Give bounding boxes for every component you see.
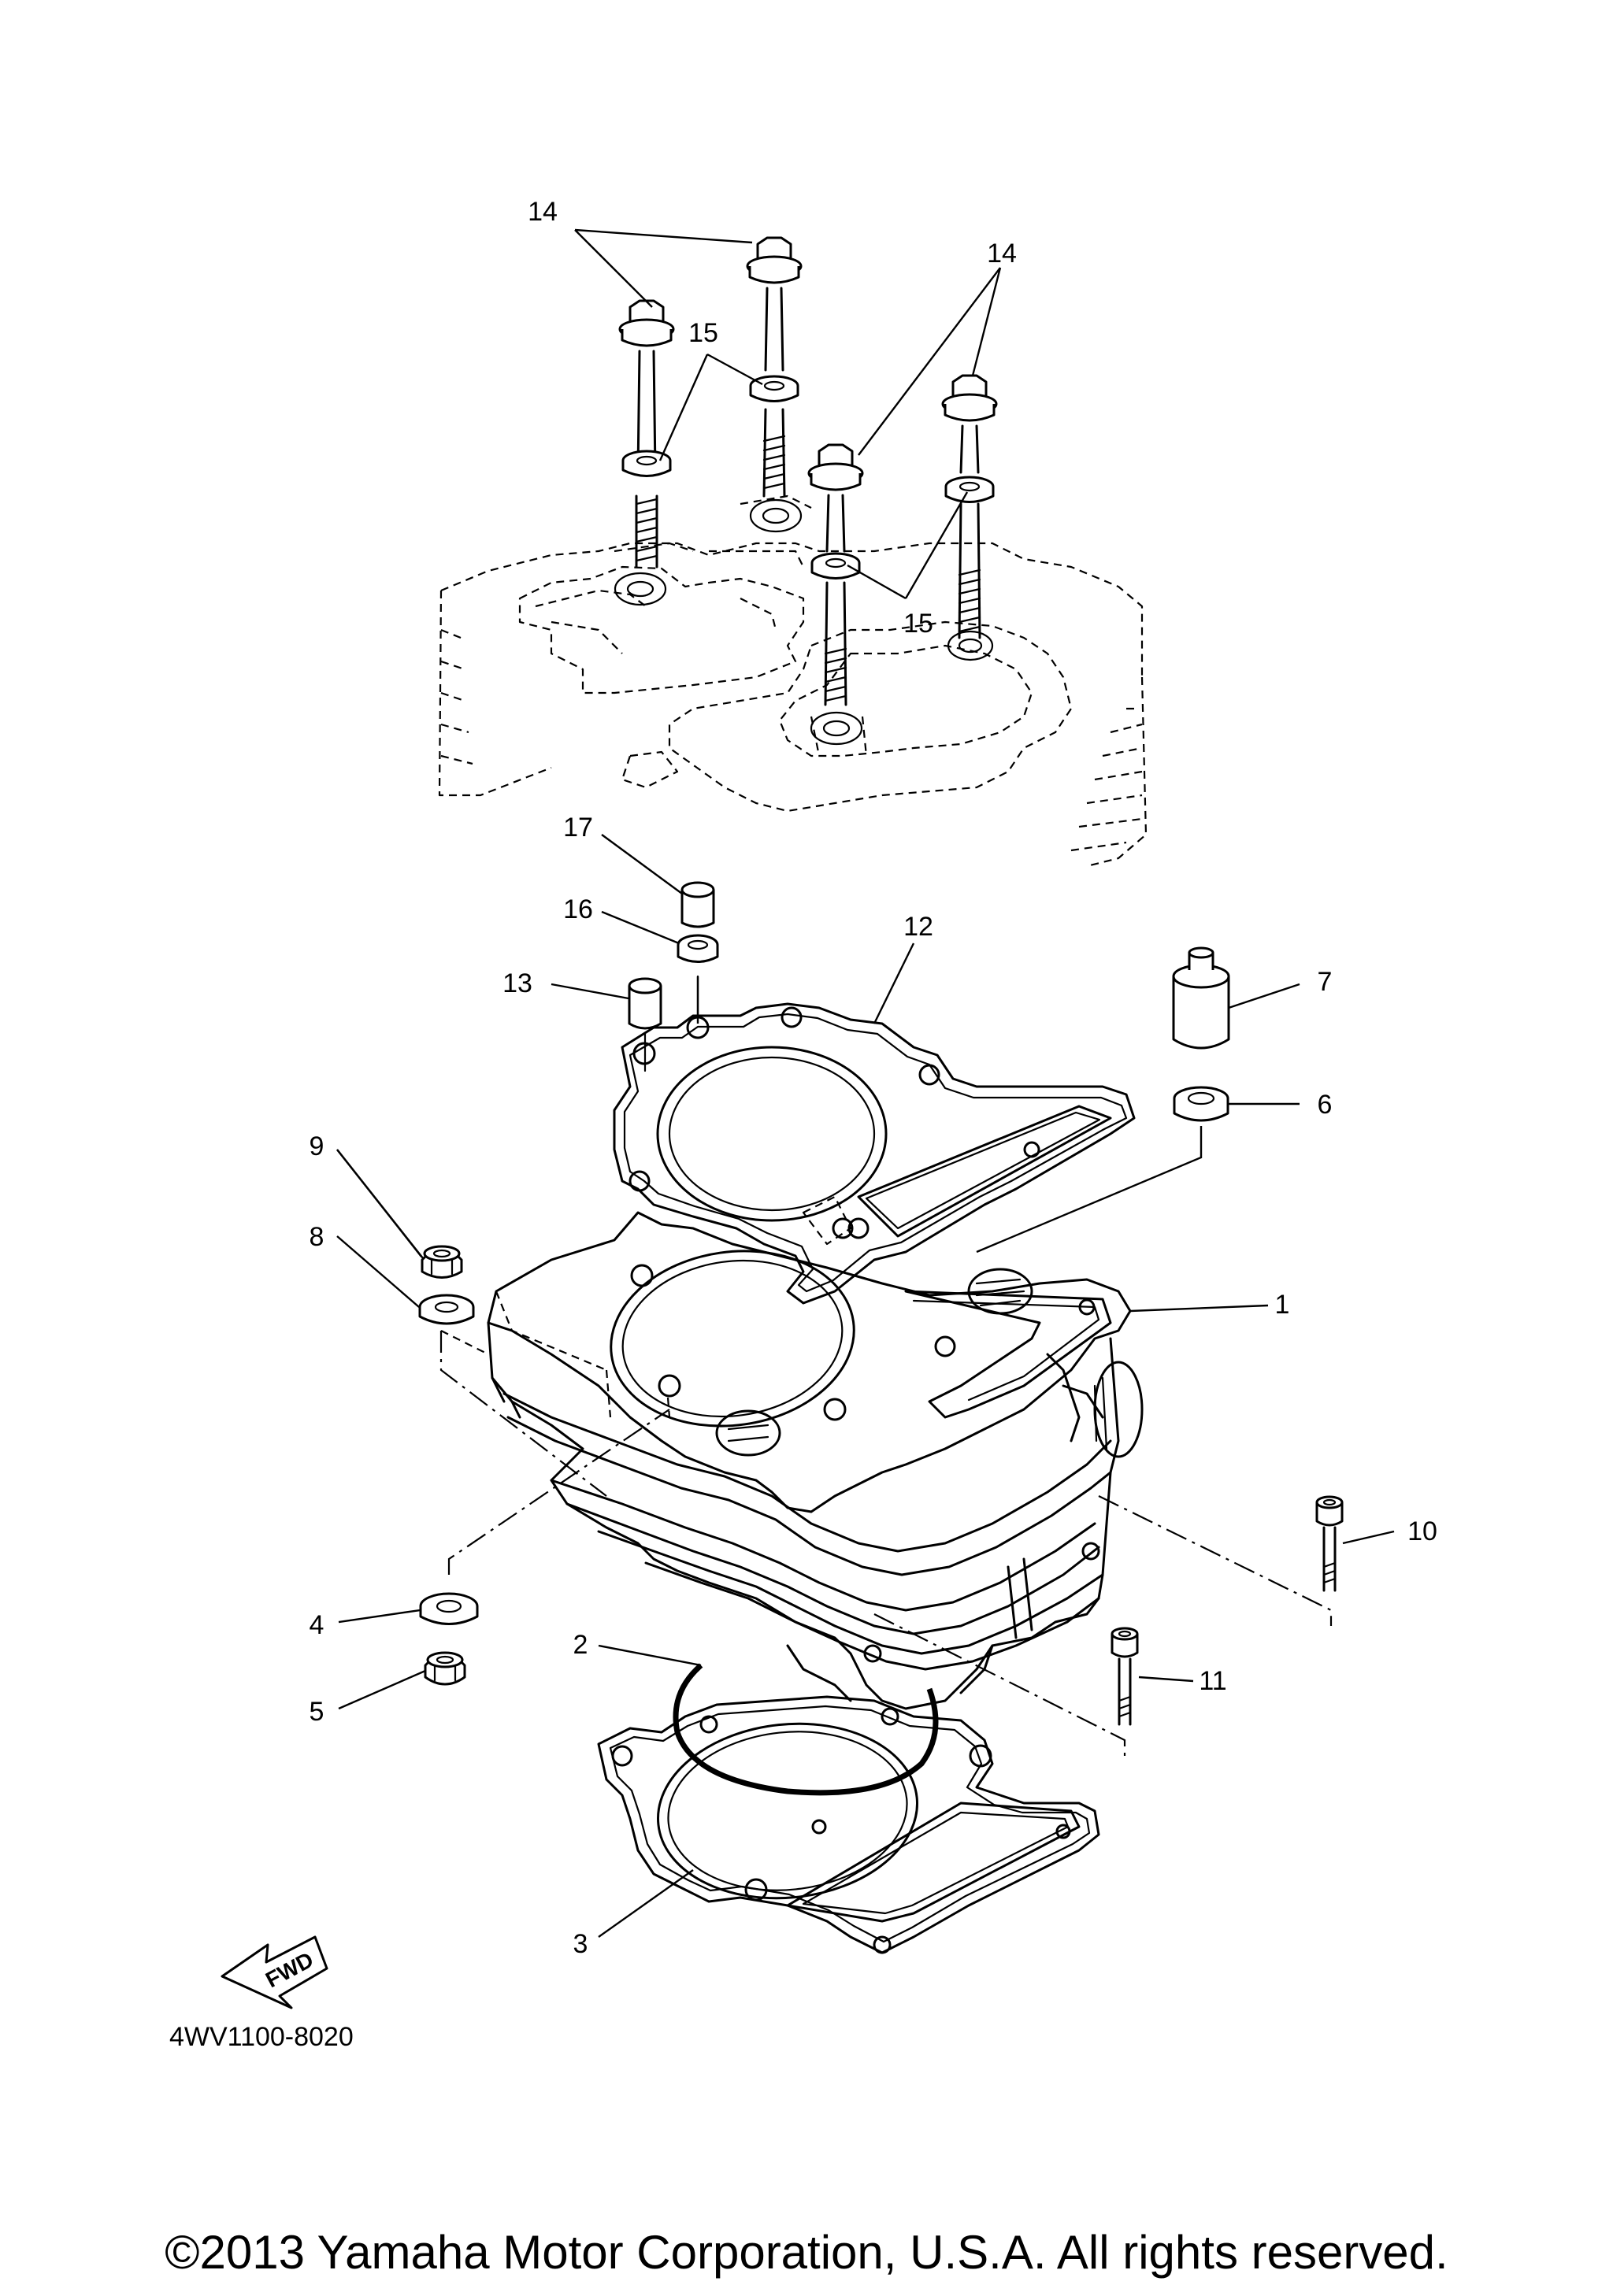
copyright-notice: ©2013 Yamaha Motor Corporation, U.S.A. A… bbox=[165, 2226, 1448, 2279]
dowel-pin-17 bbox=[680, 881, 715, 928]
callout-7: 7 bbox=[1318, 967, 1333, 997]
callout-1: 1 bbox=[1275, 1290, 1290, 1320]
callout-2: 2 bbox=[573, 1630, 588, 1660]
bolt-10 bbox=[1315, 1495, 1344, 1592]
head-bolts bbox=[618, 236, 998, 706]
callout-15: 15 bbox=[688, 318, 718, 348]
callout-6: 6 bbox=[1318, 1090, 1333, 1120]
nut-5 bbox=[424, 1651, 466, 1686]
diagram-part-number: 4WV1100-8020 bbox=[169, 2022, 354, 2052]
callout-17: 17 bbox=[563, 813, 593, 842]
callout-14: 14 bbox=[528, 197, 558, 227]
callout-12: 12 bbox=[903, 912, 933, 942]
washer-4 bbox=[419, 1592, 479, 1625]
dowel-pin-13 bbox=[628, 977, 662, 1057]
callout-3: 3 bbox=[573, 1929, 588, 1959]
part-6-seal bbox=[1173, 1086, 1229, 1122]
head-bolt-b bbox=[746, 236, 803, 498]
base-gasket-3 bbox=[597, 1695, 1100, 1954]
washer-d bbox=[944, 476, 995, 503]
washer-c bbox=[810, 552, 861, 580]
head-gasket-12 bbox=[613, 975, 1136, 1305]
callout-16: 16 bbox=[563, 894, 593, 924]
head-bolt-a bbox=[618, 299, 675, 568]
leader-lines bbox=[336, 228, 1395, 1938]
cylinder-head-phantom bbox=[438, 494, 1148, 868]
part-7-cap bbox=[1172, 946, 1230, 1050]
nut-9 bbox=[421, 1245, 463, 1279]
callout-13: 13 bbox=[502, 968, 532, 998]
cylinder-body-1 bbox=[440, 1211, 1144, 1710]
callout-labels: 14 14 15 15 17 16 12 13 7 6 9 8 1 10 4 2… bbox=[310, 197, 1437, 1959]
washer-b bbox=[749, 375, 799, 402]
head-bolt-c bbox=[807, 443, 864, 706]
seal-16 bbox=[677, 934, 719, 963]
callout-8: 8 bbox=[310, 1222, 324, 1252]
callout-9: 9 bbox=[310, 1131, 324, 1161]
washer-8 bbox=[418, 1294, 475, 1325]
callout-10: 10 bbox=[1407, 1516, 1437, 1546]
callout-14: 14 bbox=[987, 239, 1017, 268]
fwd-arrow-icon: FWD bbox=[221, 1935, 328, 2009]
callout-11: 11 bbox=[1199, 1666, 1226, 1696]
callout-4: 4 bbox=[310, 1610, 324, 1640]
callout-5: 5 bbox=[310, 1697, 324, 1727]
washer-a bbox=[621, 450, 672, 477]
bolt-11 bbox=[1111, 1627, 1139, 1726]
o-ring-2 bbox=[673, 1663, 939, 1796]
callout-15: 15 bbox=[903, 609, 933, 639]
head-bolt-d bbox=[941, 374, 998, 639]
